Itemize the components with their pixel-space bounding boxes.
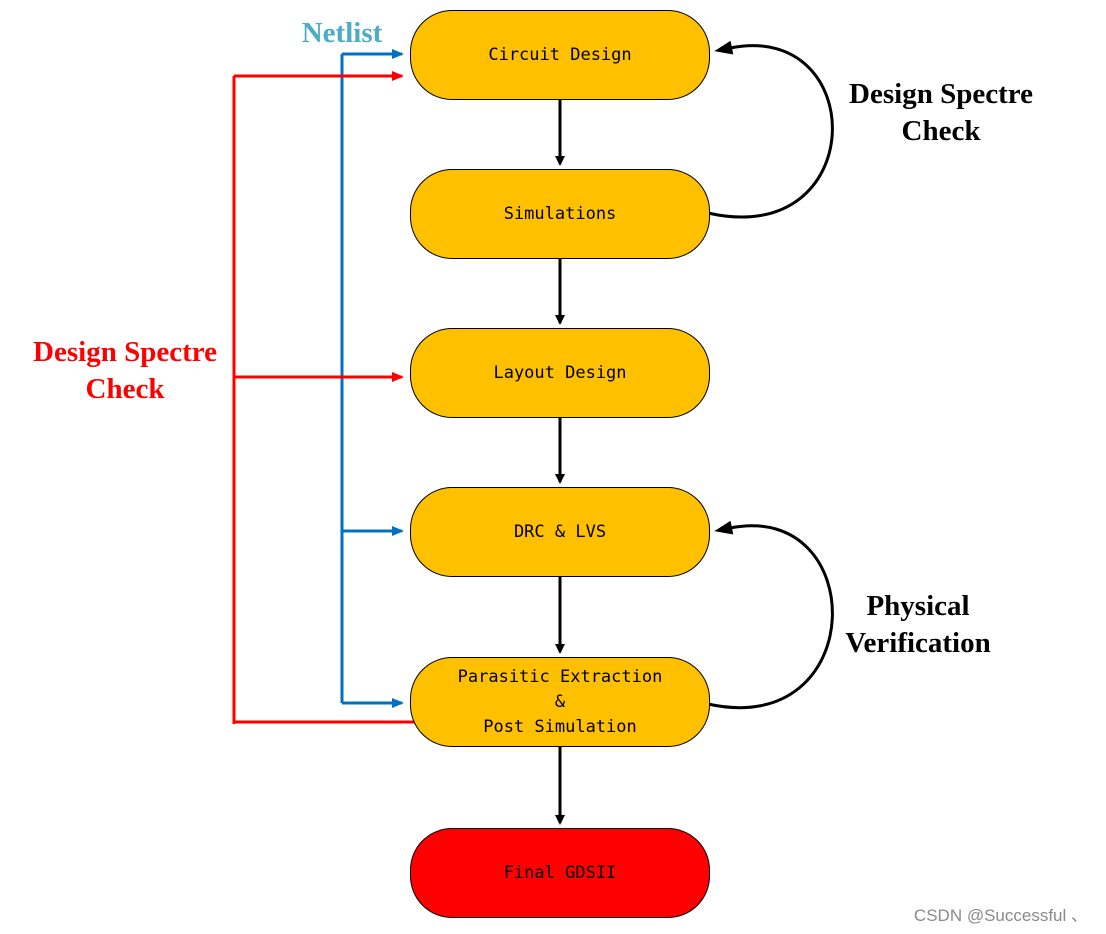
physical-verification-label: Physical Verification	[832, 588, 1004, 662]
step-drc-lvs: DRC & LVS	[410, 487, 710, 577]
design-check-right-line-1: Design Spectre	[849, 78, 1033, 110]
physical-verification-line-2: Verification	[845, 627, 991, 659]
netlist-label-text: Netlist	[301, 17, 383, 49]
step-parasitic-extraction-line-3: Post Simulation	[483, 716, 637, 737]
physical-verification-line-1: Physical	[866, 590, 970, 622]
design-check-loop-arrow	[707, 40, 834, 219]
design-check-loop	[707, 40, 834, 219]
step-parasitic-extraction-line-2: &	[554, 691, 566, 712]
step-final-gdsii: Final GDSII	[410, 828, 710, 918]
csdn-watermark: CSDN @Successful 、	[913, 906, 1088, 925]
step-simulations-label: Simulations	[503, 203, 617, 224]
design-check-left-label: Design Spectre Check	[20, 334, 230, 408]
step-circuit-design: Circuit Design	[410, 10, 710, 100]
physical-verification-loop	[707, 520, 834, 710]
design-check-right-line-2: Check	[901, 115, 981, 147]
physical-verification-loop-arrow	[707, 520, 834, 710]
step-circuit-design-label: Circuit Design	[488, 44, 632, 65]
netlist-label: Netlist	[296, 15, 388, 52]
step-simulations: Simulations	[410, 169, 710, 259]
step-drc-lvs-label: DRC & LVS	[513, 521, 607, 542]
step-layout-design: Layout Design	[410, 328, 710, 418]
step-parasitic-extraction: Parasitic Extraction & Post Simulation	[410, 657, 710, 747]
step-parasitic-extraction-line-1: Parasitic Extraction	[457, 666, 663, 687]
design-check-left-line-2: Check	[85, 373, 165, 405]
design-check-right-label: Design Spectre Check	[834, 76, 1048, 150]
design-check-bus	[232, 71, 416, 724]
step-layout-design-label: Layout Design	[493, 362, 627, 383]
step-final-gdsii-label: Final GDSII	[503, 862, 617, 883]
design-check-left-line-1: Design Spectre	[33, 336, 217, 368]
